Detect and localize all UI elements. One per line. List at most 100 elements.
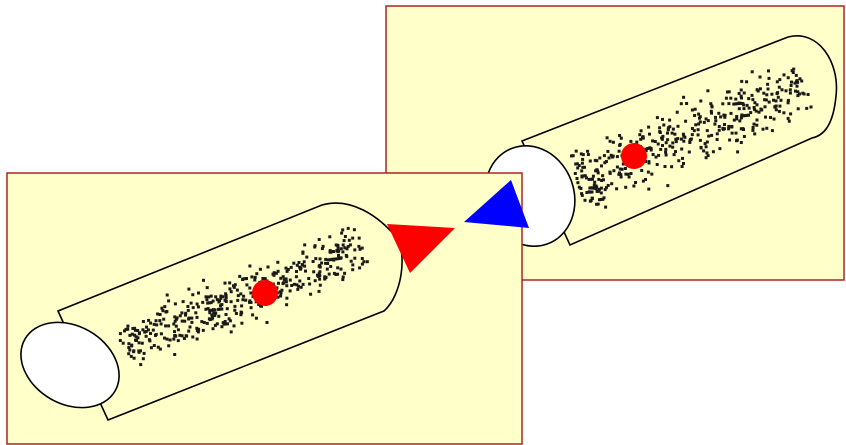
particle bbox=[751, 126, 755, 129]
particle bbox=[653, 140, 657, 143]
particle bbox=[336, 246, 340, 250]
particle bbox=[606, 184, 610, 187]
particle bbox=[632, 184, 636, 188]
particle bbox=[190, 320, 194, 324]
particle bbox=[362, 260, 366, 264]
particle bbox=[303, 243, 307, 247]
particle bbox=[332, 271, 336, 275]
particle bbox=[346, 226, 350, 230]
particle bbox=[739, 101, 743, 105]
particle bbox=[228, 281, 232, 285]
particle bbox=[300, 263, 304, 267]
particle bbox=[272, 273, 276, 277]
particle bbox=[581, 153, 585, 157]
particle bbox=[154, 319, 158, 323]
particle bbox=[582, 174, 586, 178]
particle bbox=[219, 294, 223, 298]
particle bbox=[619, 173, 623, 177]
particle bbox=[588, 199, 592, 203]
particle bbox=[173, 302, 177, 306]
particle bbox=[214, 311, 218, 315]
particle bbox=[576, 181, 580, 185]
particle bbox=[295, 283, 299, 287]
particle bbox=[627, 175, 631, 179]
particle bbox=[664, 150, 668, 154]
particle bbox=[258, 267, 262, 271]
particle bbox=[155, 323, 159, 327]
particle bbox=[173, 353, 177, 356]
particle bbox=[646, 147, 650, 150]
particle bbox=[284, 280, 288, 284]
particle bbox=[154, 333, 158, 336]
particle bbox=[671, 127, 675, 131]
particle bbox=[644, 147, 648, 151]
particle bbox=[205, 298, 209, 302]
particle bbox=[610, 182, 614, 186]
left-center-dot bbox=[252, 280, 278, 306]
particle bbox=[735, 102, 739, 106]
particle bbox=[754, 109, 758, 113]
particle bbox=[782, 73, 786, 77]
particle bbox=[789, 112, 793, 116]
particle bbox=[595, 168, 599, 172]
particle bbox=[753, 107, 756, 111]
particle bbox=[607, 156, 611, 160]
particle bbox=[580, 174, 584, 178]
particle bbox=[180, 311, 184, 315]
particle bbox=[240, 304, 244, 308]
particle bbox=[764, 115, 767, 119]
particle bbox=[685, 102, 689, 105]
particle bbox=[674, 137, 678, 141]
particle bbox=[646, 170, 650, 174]
particle bbox=[618, 143, 622, 147]
particle bbox=[127, 346, 131, 350]
particle bbox=[194, 311, 198, 315]
particle bbox=[211, 308, 215, 312]
particle bbox=[684, 119, 688, 123]
particle bbox=[770, 92, 774, 96]
particle bbox=[135, 339, 138, 342]
particle bbox=[146, 328, 150, 332]
particle bbox=[742, 91, 746, 95]
particle bbox=[722, 113, 726, 117]
particle bbox=[161, 309, 165, 313]
particle bbox=[178, 314, 182, 318]
left-panel bbox=[6, 172, 523, 445]
particle bbox=[602, 178, 605, 182]
particle bbox=[255, 272, 259, 276]
particle bbox=[721, 102, 725, 106]
particle bbox=[732, 102, 736, 106]
particle bbox=[253, 278, 257, 282]
particle bbox=[337, 254, 340, 257]
particle bbox=[619, 136, 623, 140]
particle bbox=[339, 247, 343, 251]
particle bbox=[303, 264, 307, 268]
particle bbox=[595, 185, 599, 189]
particle bbox=[209, 308, 213, 312]
particle bbox=[728, 138, 732, 142]
particle bbox=[327, 258, 330, 262]
particle bbox=[360, 262, 364, 266]
particle bbox=[648, 132, 651, 136]
particle bbox=[786, 116, 790, 120]
particle bbox=[156, 312, 160, 316]
particle bbox=[710, 105, 714, 109]
red-arrow bbox=[387, 224, 455, 273]
particle bbox=[742, 103, 746, 107]
particle bbox=[580, 192, 584, 196]
particle bbox=[191, 306, 195, 310]
left-cylinder-end-cap bbox=[20, 321, 120, 409]
particle bbox=[729, 96, 733, 100]
particle bbox=[723, 115, 727, 119]
particle bbox=[750, 70, 754, 74]
particle bbox=[143, 330, 147, 334]
particle bbox=[752, 106, 756, 109]
particle bbox=[670, 165, 674, 169]
particle bbox=[317, 238, 321, 241]
particle bbox=[128, 333, 132, 337]
particle bbox=[282, 278, 286, 282]
particle bbox=[790, 80, 793, 84]
particle bbox=[766, 87, 770, 91]
particle bbox=[704, 156, 708, 160]
particle bbox=[184, 313, 187, 317]
